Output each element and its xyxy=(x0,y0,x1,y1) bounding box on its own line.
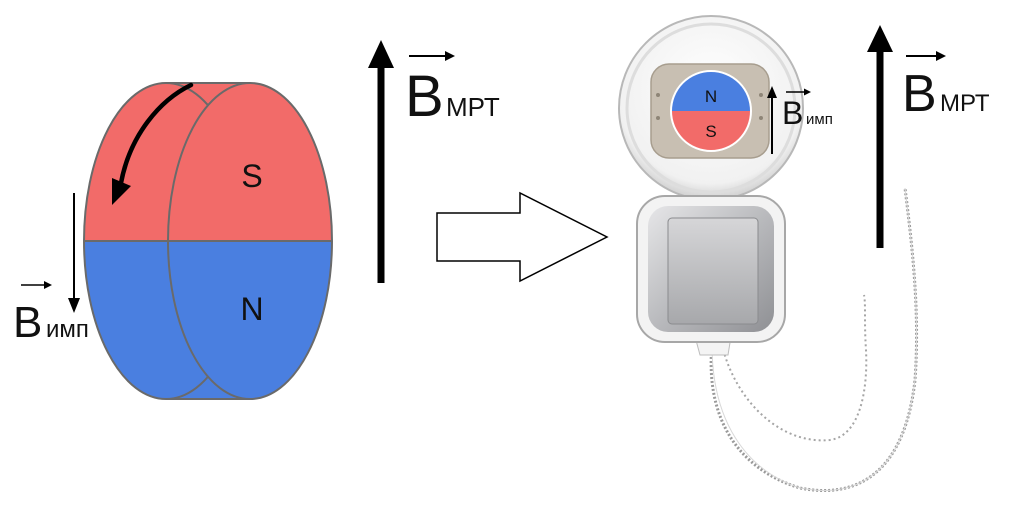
hollow-right-arrow-icon xyxy=(436,191,609,283)
svg-text:B: B xyxy=(13,298,42,347)
svg-text:имп: имп xyxy=(806,111,833,128)
mri-field-arrow-left xyxy=(368,40,394,283)
electrode-lead xyxy=(709,187,919,493)
cochlear-implant: N S xyxy=(618,15,919,493)
svg-text:B: B xyxy=(405,64,444,129)
implant-field-label-left: B имп xyxy=(13,281,89,347)
svg-text:МРТ: МРТ xyxy=(940,90,990,117)
curved-arrow-icon xyxy=(112,82,194,205)
svg-text:B: B xyxy=(782,95,803,131)
implant-field-arrow-left xyxy=(68,193,80,313)
south-pole-label: S xyxy=(241,158,262,194)
mri-field-label-left: B МРТ xyxy=(405,51,500,129)
north-pole-label: N xyxy=(240,291,263,327)
implant-north-label: N xyxy=(705,87,717,106)
svg-text:имп: имп xyxy=(46,316,89,343)
svg-text:B: B xyxy=(902,65,937,123)
svg-text:МРТ: МРТ xyxy=(446,92,500,122)
mri-field-arrow-right xyxy=(867,25,893,248)
implant-field-arrow-right xyxy=(767,86,777,154)
implant-south-label: S xyxy=(705,122,716,141)
implant-field-label-right: B имп xyxy=(782,88,833,131)
disc-magnet: S N xyxy=(83,82,333,400)
mri-field-label-right: B МРТ xyxy=(902,51,990,123)
